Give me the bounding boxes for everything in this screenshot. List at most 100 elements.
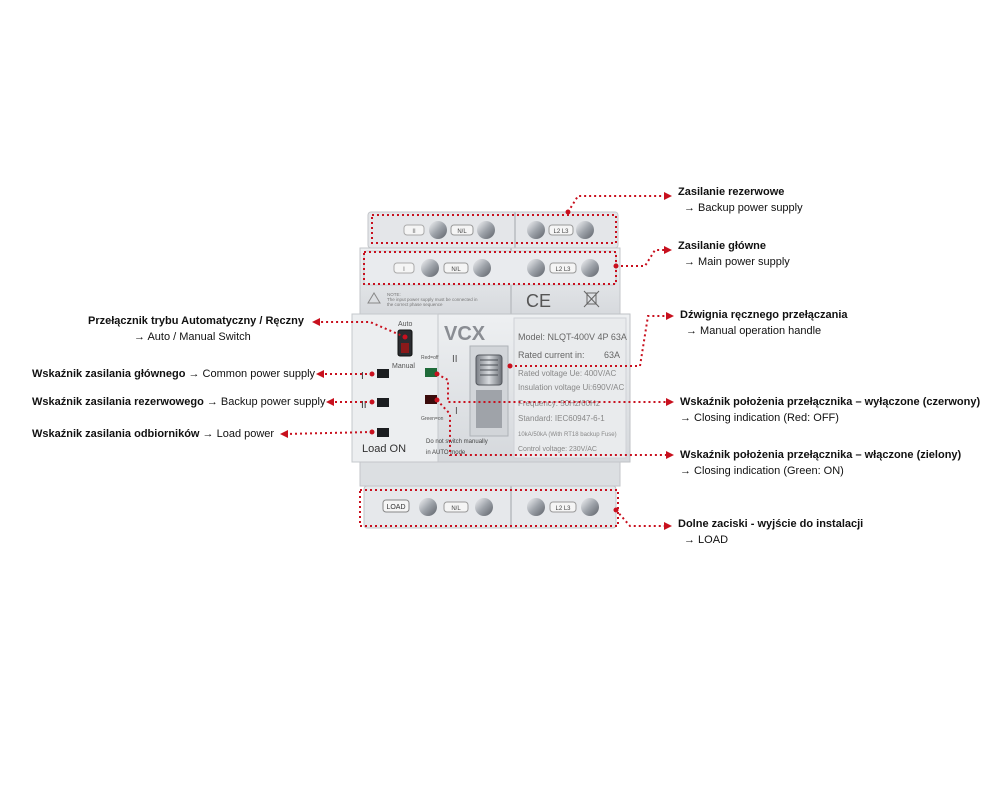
main-supply-highlight xyxy=(363,251,617,285)
callout-sub: → Common power supply xyxy=(188,368,316,380)
svg-text:Frequency: 50Hz/60Hz: Frequency: 50Hz/60Hz xyxy=(518,399,600,408)
svg-text:Standard: IEC60947-6-1: Standard: IEC60947-6-1 xyxy=(518,414,605,423)
backup-supply-highlight xyxy=(371,214,617,244)
warning-line-1: Do not switch manually xyxy=(426,439,488,445)
screw-icon xyxy=(527,498,545,516)
bottom-terminal-block: LOAD N/L L2 L3 xyxy=(363,485,617,529)
warning-line-2: in AUTO mode xyxy=(426,450,466,456)
callout-title: Wskaźnik zasilania rezerwowego xyxy=(32,396,204,408)
weee-bin-icon xyxy=(583,290,600,308)
svg-text:II: II xyxy=(361,400,367,411)
svg-text:I: I xyxy=(361,371,364,382)
auto-manual-switch[interactable]: Auto Manual xyxy=(392,321,415,370)
callout-sub: → Backup power supply xyxy=(684,202,803,214)
svg-text:Red=off: Red=off xyxy=(421,355,439,361)
callout-sub: → LOAD xyxy=(684,534,729,546)
screw-icon xyxy=(429,221,447,239)
top-terminal-block-backup: N/L L2 L3 II xyxy=(367,211,619,249)
nl-tag: N/L xyxy=(457,229,467,235)
callout-title: Dolne zaciski - wyjście do instalacji xyxy=(678,518,864,530)
load-led xyxy=(377,428,389,437)
callout-backup-indicator: Wskaźnik zasilania rezerwowego → Backup … xyxy=(32,394,325,410)
callout-title: Zasilanie główne xyxy=(678,240,767,252)
terminal-two-tag: II xyxy=(412,229,416,235)
svg-text:Rated voltage Ue: 400V/AC: Rated voltage Ue: 400V/AC xyxy=(518,369,617,378)
callout-sub: → Main power supply xyxy=(684,256,790,268)
screw-icon xyxy=(473,259,491,277)
callout-title: Wskaźnik zasilania odbiorników xyxy=(32,428,200,440)
callout-sub: → Closing indication (Red: OFF) xyxy=(680,412,839,424)
indicator-panel: I II Load ON xyxy=(361,369,406,455)
callout-load-indicator: Wskaźnik zasilania odbiorników → Load po… xyxy=(32,426,274,442)
svg-text:10kA/50kA (With RT18 backup Fu: 10kA/50kA (With RT18 backup Fuse) xyxy=(518,432,617,438)
lower-housing xyxy=(359,461,621,487)
callout-common-indicator: Wskaźnik zasilania głównego → Common pow… xyxy=(32,366,315,382)
screw-icon xyxy=(527,259,545,277)
callout-title: Przełącznik trybu Automatyczny / Ręczny xyxy=(88,315,304,327)
manual-handle[interactable] xyxy=(469,345,509,437)
callout-sub: → Closing indication (Green: ON) xyxy=(680,465,844,477)
callout-sub: → Manual operation handle xyxy=(686,325,822,337)
svg-text:Insulation voltage Ui:690V/AC: Insulation voltage Ui:690V/AC xyxy=(518,383,625,392)
screw-icon xyxy=(421,259,439,277)
position-indicators: Red=off Green=on Do not switch manually … xyxy=(421,355,488,456)
note-area: NOTE: The input power supply must be con… xyxy=(367,290,600,311)
screw-icon xyxy=(475,498,493,516)
callout-manual-handle: Dźwignia ręcznego przełączania → Manual … xyxy=(680,307,848,339)
leader-lines xyxy=(284,195,670,527)
auto-label: Auto xyxy=(398,321,413,328)
svg-text:NOTE:: NOTE: xyxy=(387,292,401,297)
svg-text:63A: 63A xyxy=(604,350,620,360)
ce-mark: CE xyxy=(526,291,551,311)
callout-mode-switch: Przełącznik trybu Automatyczny / Ręczny … xyxy=(88,313,304,345)
warning-triangle-icon xyxy=(367,292,381,304)
callout-title: Dźwignia ręcznego przełączania xyxy=(680,309,848,321)
l2l3-tag: L2 L3 xyxy=(553,229,569,235)
svg-text:Rated current in:: Rated current in: xyxy=(518,350,585,360)
top-terminal-block-main: N/L L2 L3 I xyxy=(363,250,617,286)
callout-main-supply: Zasilanie główne → Main power supply xyxy=(678,238,790,270)
callout-title: Wskaźnik położenia przełącznika – włączo… xyxy=(680,449,962,461)
rating-plate-text: Model: NLQT-400V 4P 63A Rated current in… xyxy=(518,332,627,453)
svg-text:Model: NLQT-400V 4P 63A: Model: NLQT-400V 4P 63A xyxy=(518,332,627,342)
l2l3-tag: L2 L3 xyxy=(555,506,571,512)
svg-text:Control voltage: 230V/AC: Control voltage: 230V/AC xyxy=(518,446,597,453)
callout-title: Zasilanie rezerwowe xyxy=(678,186,785,198)
backup-supply-led xyxy=(377,398,389,407)
svg-text:The input power supply must be: The input power supply must be connected… xyxy=(387,297,478,302)
screw-icon xyxy=(477,221,495,239)
screw-icon xyxy=(527,221,545,239)
brand-logo: VCX xyxy=(444,323,486,345)
load-tag: LOAD xyxy=(386,504,405,511)
svg-text:I: I xyxy=(455,406,458,417)
callout-title: Wskaźnik zasilania głównego xyxy=(32,368,186,380)
rating-plate xyxy=(513,317,627,459)
nl-tag: N/L xyxy=(451,506,461,512)
bottom-terminals-highlight xyxy=(359,489,619,527)
callout-off-indicator: Wskaźnik położenia przełącznika – wyłącz… xyxy=(680,394,980,426)
svg-text:Green=on: Green=on xyxy=(421,416,444,422)
svg-text:the correct phase sequence: the correct phase sequence xyxy=(387,302,443,307)
load-on-label: Load ON xyxy=(362,443,406,455)
callout-on-indicator: Wskaźnik położenia przełącznika – włączo… xyxy=(680,447,961,479)
callout-sub: → Load power xyxy=(202,428,275,440)
callout-sub: → Auto / Manual Switch xyxy=(134,331,251,343)
screw-icon xyxy=(576,221,594,239)
green-on-window xyxy=(425,368,437,377)
screw-icon xyxy=(581,498,599,516)
manual-label: Manual xyxy=(392,363,415,370)
l2l3-tag: L2 L3 xyxy=(555,267,571,273)
callout-backup-supply: Zasilanie rezerwowe → Backup power suppl… xyxy=(678,184,803,216)
callout-sub: → Backup power supply xyxy=(206,396,326,408)
svg-text:II: II xyxy=(452,354,458,365)
leader-arrowheads xyxy=(280,192,674,530)
screw-icon xyxy=(581,259,599,277)
terminal-one-tag: I xyxy=(403,267,405,273)
screw-icon xyxy=(419,498,437,516)
callout-bottom-terminals: Dolne zaciski - wyjście do instalacji → … xyxy=(678,516,863,548)
nl-tag: N/L xyxy=(451,267,461,273)
red-off-window xyxy=(425,395,437,404)
callout-title: Wskaźnik położenia przełącznika – wyłącz… xyxy=(680,396,981,408)
common-supply-led xyxy=(377,369,389,378)
